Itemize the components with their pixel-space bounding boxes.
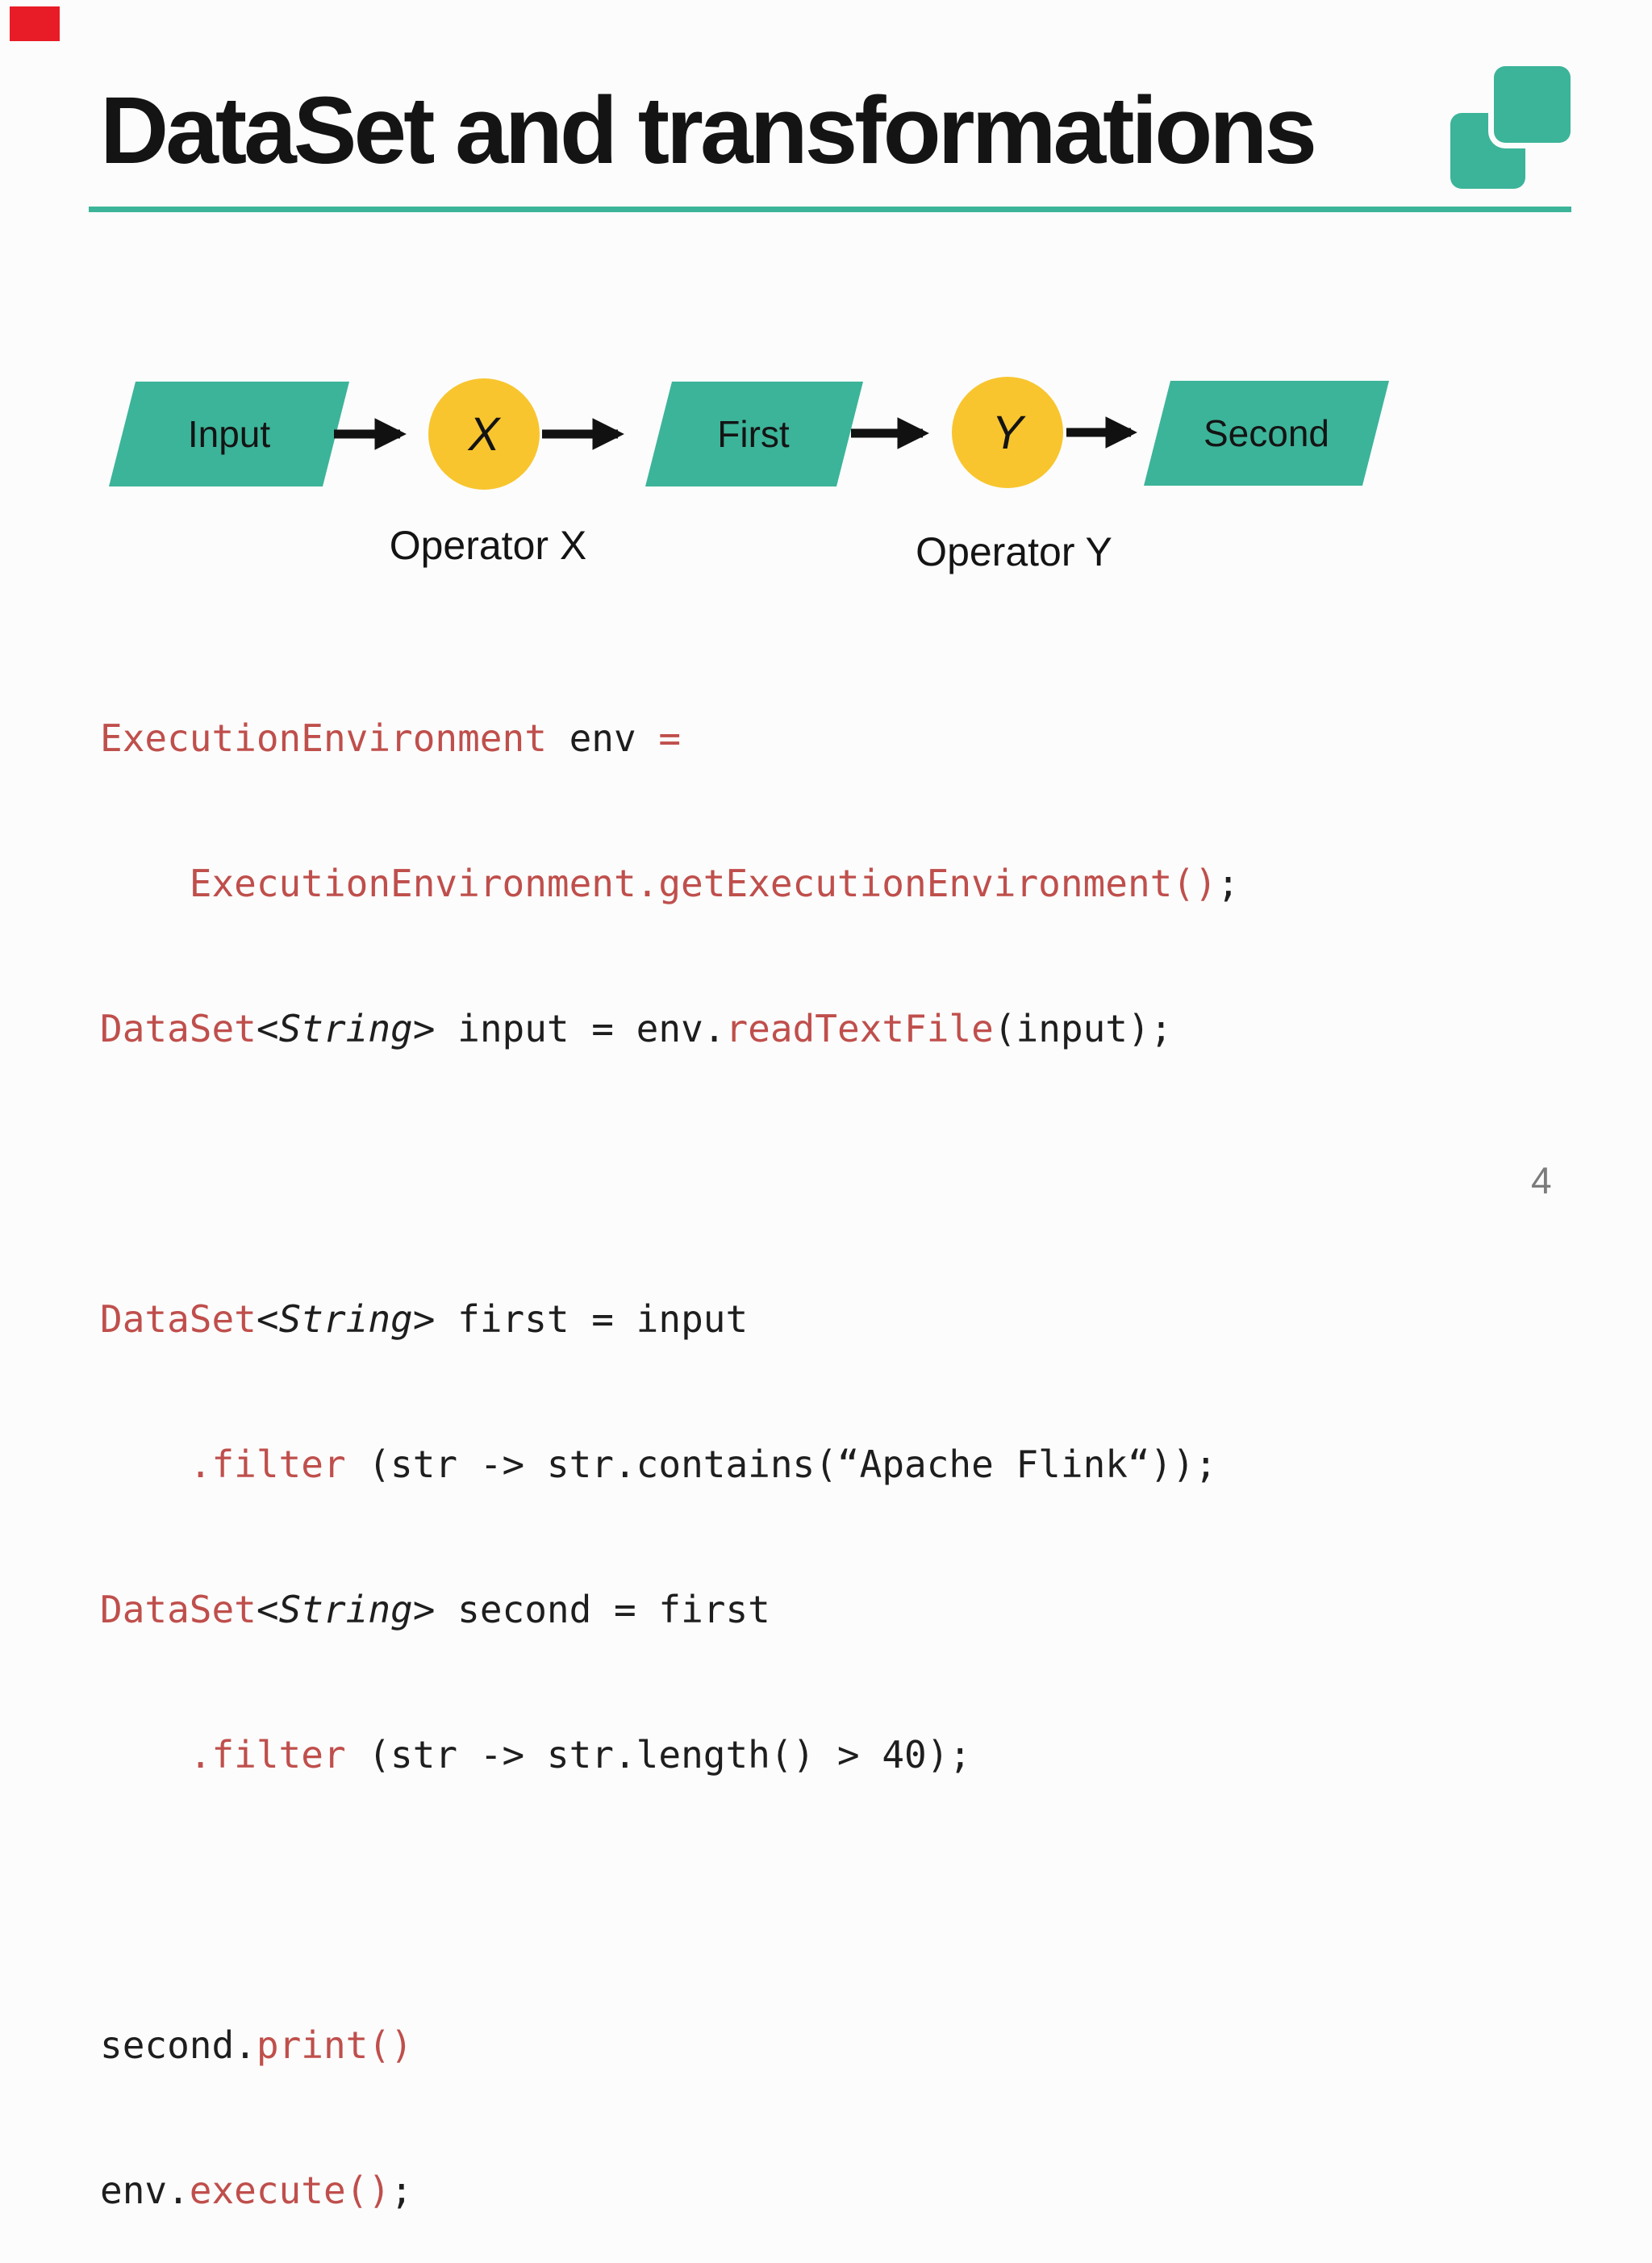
code-token: DataSet [100,1297,257,1341]
code-line: ExecutionEnvironment.getExecutionEnviron… [100,859,1240,908]
operator-x-caption: Operator X [390,523,587,568]
node-first-label: First [717,413,790,455]
logo [1450,66,1573,189]
node-second [1144,381,1389,486]
dataflow-diagram: Input X First Y Second Operator X Operat… [109,377,1389,574]
code-token: ExecutionEnvironment.getExecutionEnviron… [189,862,1217,905]
code-token: <String> [256,1007,436,1050]
code-token: input = env. [435,1007,726,1050]
code-token: ; [1216,862,1240,905]
code-token: <String> [256,1297,436,1341]
code-line: .filter (str -> str.contains(“Apache Fli… [100,1440,1239,1488]
code-token: first = input [435,1297,749,1341]
node-input-label: Input [188,413,271,455]
code-token: DataSet [100,1007,257,1050]
code-line: ExecutionEnvironment env = [100,714,1239,762]
node-operator-y-label: Y [992,407,1027,459]
code-line: second.print() [100,2021,1239,2069]
code-token: = [658,716,682,760]
recording-marker [10,6,60,41]
node-first [645,382,863,486]
code-line: DataSet<String> first = input [100,1295,1239,1343]
page-number: 4 [1531,1159,1552,1201]
code-token [100,862,190,905]
logo-square-top-icon [1494,66,1571,143]
node-operator-y [952,377,1063,488]
code-block: ExecutionEnvironment env = ExecutionEnvi… [100,617,1239,2263]
code-token: .filter [189,1443,346,1486]
code-token: readTextFile [725,1007,994,1050]
operator-y-caption: Operator Y [916,529,1112,574]
code-token [100,1733,190,1777]
code-line: env.execute(); [100,2166,1239,2215]
code-token: env. [100,2169,190,2212]
code-line-blank [100,1150,1239,1198]
code-token: .filter [189,1733,346,1777]
code-token: ExecutionEnvironment [100,716,547,760]
slide: { "page": { "page_number": "4", "backgro… [10,6,1573,2212]
node-operator-x [428,378,540,490]
code-token: <String> [256,1588,436,1631]
page-title: DataSet and transformations [100,77,1317,184]
code-line: DataSet<String> input = env.readTextFile… [100,1004,1239,1053]
code-line-blank [100,1876,1239,1924]
code-line: .filter (str -> str.length() > 40); [100,1731,1239,1779]
code-token: (str -> str.length() > 40); [345,1733,972,1777]
node-input [109,382,349,486]
code-token: (input); [993,1007,1173,1050]
code-token: DataSet [100,1588,257,1631]
code-token: execute() [189,2169,391,2212]
title-underline [89,207,1571,212]
node-second-label: Second [1204,412,1329,454]
code-token: ; [390,2169,413,2212]
node-operator-x-label: X [467,408,502,461]
code-token: second = first [435,1588,770,1631]
code-line: DataSet<String> second = first [100,1585,1239,1634]
code-token: print() [256,2023,413,2067]
code-token: (str -> str.contains(“Apache Flink“)); [345,1443,1217,1486]
code-token: second. [100,2023,257,2067]
code-token: env [546,716,659,760]
code-token [100,1443,190,1486]
